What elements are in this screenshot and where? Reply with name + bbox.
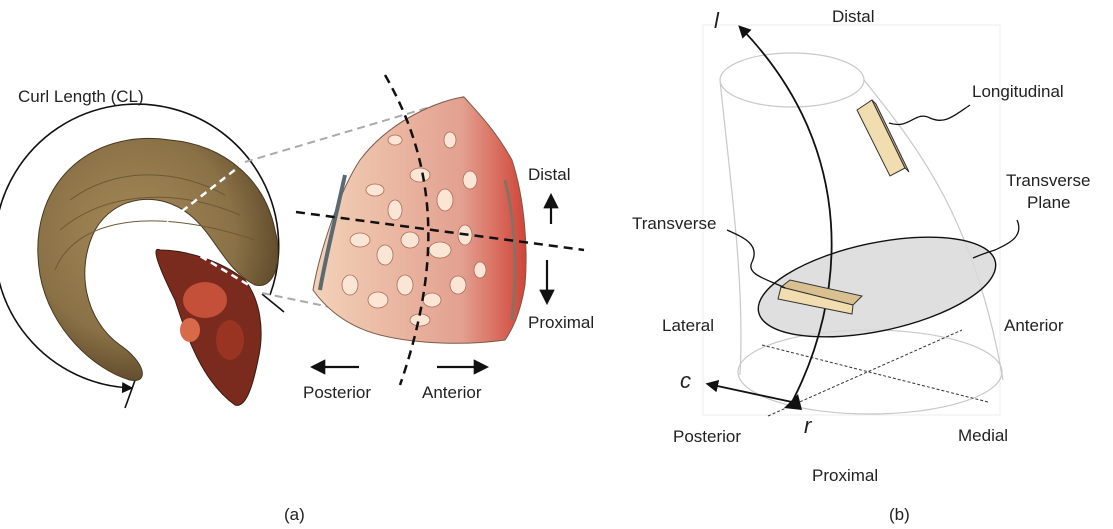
- panel-a: Curl Length (CL) Distal Proximal Posteri…: [0, 75, 594, 524]
- caption-a: (a): [284, 505, 305, 524]
- horn-image: [38, 138, 278, 405]
- transverse-label: Transverse: [632, 214, 716, 233]
- axis-label-c: c: [680, 368, 691, 393]
- anterior-label-a: Anterior: [422, 383, 482, 402]
- transverse-leader: [727, 230, 785, 288]
- longitudinal-leader: [889, 105, 970, 125]
- axis-label-l: l: [714, 8, 720, 33]
- distal-label-b: Distal: [832, 7, 875, 26]
- circumferential-axis-c: [708, 384, 792, 402]
- longitudinal-axis-l: [740, 27, 832, 402]
- proximal-label-b: Proximal: [812, 466, 878, 485]
- lateral-label: Lateral: [662, 316, 714, 335]
- axis-label-r: r: [804, 413, 813, 438]
- posterior-label-a: Posterior: [303, 383, 371, 402]
- transverse-plane-label-1: Transverse: [1006, 171, 1090, 190]
- distal-label-a: Distal: [528, 165, 571, 184]
- longitudinal-label: Longitudinal: [972, 82, 1064, 101]
- radial-axis-r-origin: [784, 394, 802, 410]
- cross-section-image: [313, 97, 526, 343]
- caption-b: (b): [889, 505, 910, 524]
- curl-length-label: Curl Length (CL): [18, 87, 144, 106]
- anterior-label-b: Anterior: [1004, 316, 1064, 335]
- proximal-label-a: Proximal: [528, 313, 594, 332]
- medial-label: Medial: [958, 426, 1008, 445]
- transverse-plane-label-2: Plane: [1027, 193, 1070, 212]
- longitudinal-specimen: [857, 100, 909, 176]
- posterior-label-b: Posterior: [673, 427, 741, 446]
- panel-b: l c r Distal Longitudinal Transverse Pla…: [632, 7, 1090, 524]
